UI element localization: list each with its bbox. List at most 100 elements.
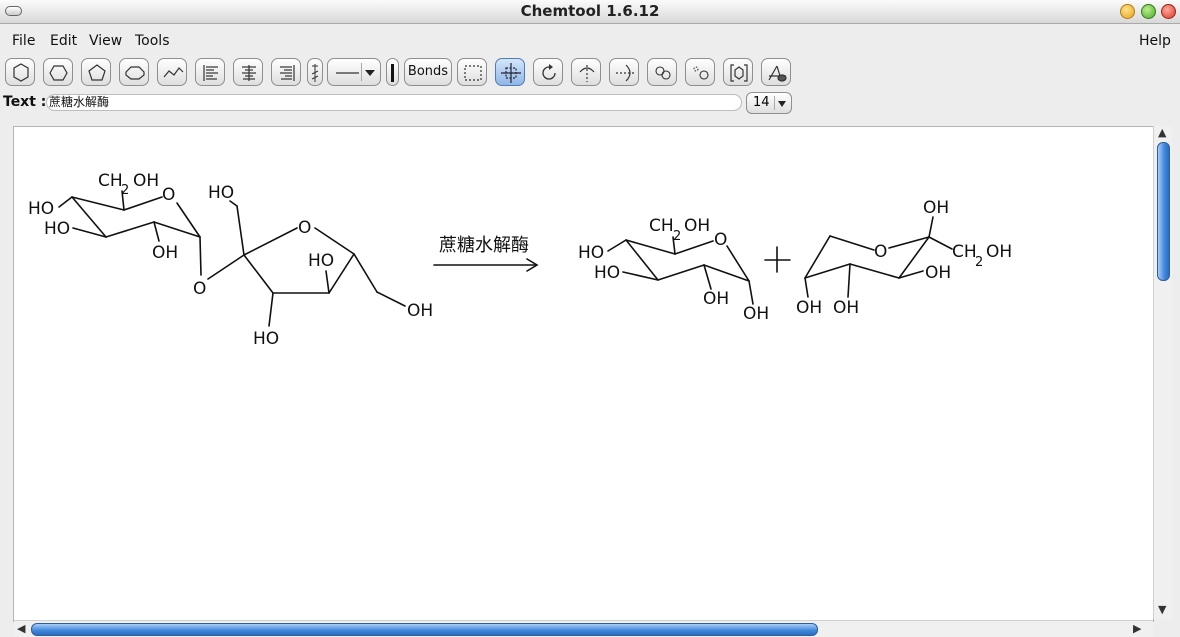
- rotate-icon: [542, 64, 556, 80]
- scroll-up-icon[interactable]: ▲: [1158, 126, 1167, 139]
- align-center-icon: [242, 65, 256, 81]
- octagon-template-button[interactable]: [119, 58, 149, 86]
- font-size-value: 14: [753, 95, 770, 110]
- sucrose-ho-c3: HO: [44, 219, 70, 239]
- thick-line-icon: [391, 64, 394, 82]
- align-left-button[interactable]: [195, 58, 225, 86]
- copy-button[interactable]: [647, 58, 677, 86]
- fructose-oh-c4: OH: [796, 298, 822, 318]
- fructose-oh-c5: OH: [833, 298, 859, 318]
- hexagon-template-button[interactable]: [5, 58, 35, 86]
- text-direction-button[interactable]: [307, 58, 323, 86]
- sucrose-glucose-ring-oxygen: O: [162, 185, 175, 205]
- bonds-button[interactable]: Bonds: [404, 58, 452, 86]
- drawing-canvas[interactable]: CH 2 OH O HO HO OH O HO O HO HO OH 蔗糖水解酶…: [13, 126, 1154, 622]
- vertical-scroll-thumb[interactable]: [1157, 142, 1170, 281]
- glucose-oh-c1: OH: [743, 304, 769, 324]
- window-title: Chemtool 1.6.12: [520, 2, 660, 20]
- flip-vertical-icon: [616, 64, 634, 82]
- sucrose-ch2oh-oh: OH: [133, 171, 159, 191]
- menu-file[interactable]: File: [12, 33, 36, 49]
- octagon-icon: [125, 66, 145, 80]
- text-label: Text :: [3, 94, 47, 110]
- glucose-ring-oxygen: O: [714, 230, 727, 250]
- align-right-icon: [280, 65, 295, 81]
- sucrose-ch2oh-ch: CH: [98, 171, 123, 191]
- text-tool-button[interactable]: [761, 58, 791, 86]
- align-right-button[interactable]: [271, 58, 301, 86]
- vertical-scrollbar[interactable]: ▲ ▼: [1153, 126, 1172, 619]
- menu-edit[interactable]: Edit: [50, 33, 78, 49]
- sucrose-fructose-ho-top: HO: [208, 183, 234, 203]
- text-direction-icon: [311, 64, 319, 82]
- delete-button[interactable]: [685, 58, 715, 86]
- sucrose-structure[interactable]: [58, 190, 406, 327]
- plus-sign[interactable]: [764, 246, 791, 273]
- fructose-ch2oh-subscript: 2: [975, 255, 983, 270]
- erase-icon: [693, 66, 709, 80]
- hexagon-flat-icon: [49, 65, 68, 81]
- select-region-button[interactable]: [457, 58, 487, 86]
- hexagon-flat-template-button[interactable]: [43, 58, 73, 86]
- fructose-structure[interactable]: [804, 216, 953, 298]
- line-width-button[interactable]: [386, 58, 399, 86]
- menu-tools[interactable]: Tools: [135, 33, 170, 49]
- pentagon-icon: [88, 64, 106, 81]
- glucose-oh-c2: OH: [703, 289, 729, 309]
- glucose-ch2oh-subscript: 2: [673, 229, 681, 244]
- chemical-drawing[interactable]: CH 2 OH O HO HO OH O HO O HO HO OH 蔗糖水解酶…: [14, 127, 1153, 621]
- rotate-button[interactable]: [533, 58, 563, 86]
- flip-horizontal-icon: [579, 65, 595, 82]
- flip-vertical-button[interactable]: [609, 58, 639, 86]
- maximize-button[interactable]: [1141, 4, 1156, 19]
- flip-horizontal-button[interactable]: [571, 58, 601, 86]
- zigzag-chain-icon: [163, 67, 184, 78]
- move-button[interactable]: [495, 58, 525, 86]
- scroll-down-icon[interactable]: ▼: [1158, 603, 1167, 616]
- toolbar: Bonds: [0, 57, 1180, 90]
- copy-icon: [655, 66, 671, 80]
- marquee-select-icon: [464, 65, 482, 81]
- align-center-button[interactable]: [233, 58, 263, 86]
- reaction-arrow[interactable]: [433, 258, 539, 272]
- pentagon-template-button[interactable]: [81, 58, 111, 86]
- sucrose-oh-c2: OH: [152, 243, 178, 263]
- line-style-icon: [336, 72, 359, 74]
- font-size-combo[interactable]: 14: [746, 92, 792, 114]
- glycosidic-oxygen: O: [193, 279, 206, 299]
- line-style-combo[interactable]: [327, 58, 381, 86]
- sucrose-fructose-oh-c6: OH: [407, 301, 433, 321]
- glucose-ch2oh-oh: OH: [684, 216, 710, 236]
- arrow-label: 蔗糖水解酶: [439, 235, 529, 256]
- fructose-ring-oxygen: O: [874, 242, 887, 262]
- chain-template-button[interactable]: [157, 58, 187, 86]
- sucrose-ho-c4: HO: [28, 199, 54, 219]
- fructose-oh-top: OH: [923, 198, 949, 218]
- move-arrows-icon: [501, 63, 521, 83]
- window-menu-icon[interactable]: [5, 6, 22, 16]
- brackets-button[interactable]: [723, 58, 753, 86]
- close-button[interactable]: [1161, 4, 1176, 19]
- fructose-ch2oh-ch: CH: [952, 242, 977, 262]
- horizontal-scrollbar[interactable]: ◀ ▶: [14, 620, 1153, 637]
- fructose-ch2oh-oh: OH: [986, 242, 1012, 262]
- text-entry-row: Text : 蔗糖水解酶 14: [0, 92, 1180, 116]
- brackets-icon: [730, 64, 748, 82]
- horizontal-scroll-thumb[interactable]: [31, 623, 818, 636]
- sucrose-fructose-ho-c4: HO: [253, 329, 279, 349]
- scroll-left-icon[interactable]: ◀: [17, 622, 26, 635]
- menu-bar: File Edit View Tools Help: [0, 30, 1180, 52]
- sucrose-fructose-ho-c3: HO: [308, 251, 334, 271]
- glucose-ho-c4: HO: [578, 243, 604, 263]
- minimize-button[interactable]: [1120, 4, 1135, 19]
- glucose-structure[interactable]: [607, 236, 754, 305]
- pen-icon: [768, 65, 787, 82]
- scroll-right-icon[interactable]: ▶: [1133, 622, 1142, 635]
- menu-help[interactable]: Help: [1139, 33, 1171, 49]
- sucrose-fructose-ring-oxygen: O: [298, 218, 311, 238]
- glucose-ho-c3: HO: [594, 263, 620, 283]
- text-input[interactable]: 蔗糖水解酶: [46, 94, 742, 111]
- fructose-oh-c3: OH: [925, 263, 951, 283]
- glucose-ch2oh-ch: CH: [649, 216, 674, 236]
- menu-view[interactable]: View: [89, 33, 123, 49]
